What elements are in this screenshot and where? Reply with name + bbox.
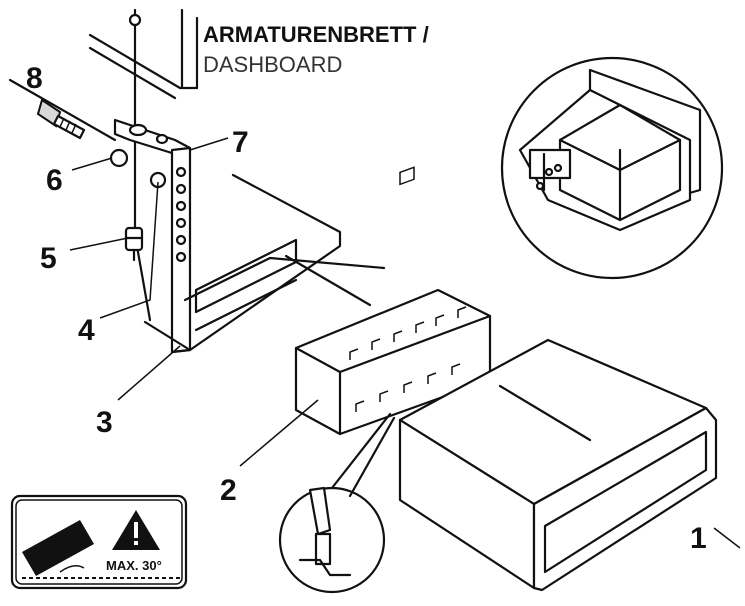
callout-6: 6 — [46, 164, 63, 197]
washer-part-6 — [109, 148, 129, 168]
callout-8: 8 — [26, 62, 43, 95]
support-strap — [128, 8, 152, 322]
console-frame-part-3 — [143, 173, 386, 354]
callout-4: 4 — [78, 314, 95, 347]
tilted-radio-icon — [22, 520, 94, 576]
callout-2: 2 — [220, 474, 237, 507]
sleeve-tabs — [349, 166, 467, 412]
callout-7: 7 — [232, 126, 249, 159]
installed-view-inset — [500, 56, 724, 280]
max-angle-warning: MAX. 30° — [10, 494, 188, 590]
callout-5: 5 — [40, 242, 57, 275]
callout-3: 3 — [96, 406, 113, 439]
head-unit-part-1 — [398, 338, 718, 592]
screwdriver-detail — [278, 412, 396, 594]
max-angle-label: MAX. 30° — [106, 558, 162, 573]
mounting-bracket-part-7 — [113, 118, 192, 354]
title-line-2: DASHBOARD — [203, 52, 342, 77]
screw-part-8 — [8, 78, 117, 142]
callout-1: 1 — [690, 522, 707, 555]
title-line-1: ARMATURENBRETT / — [203, 22, 429, 47]
callout-leaders — [69, 137, 741, 549]
dashboard-outline — [88, 8, 199, 100]
diagram-title: ARMATURENBRETT / DASHBOARD — [195, 16, 429, 90]
